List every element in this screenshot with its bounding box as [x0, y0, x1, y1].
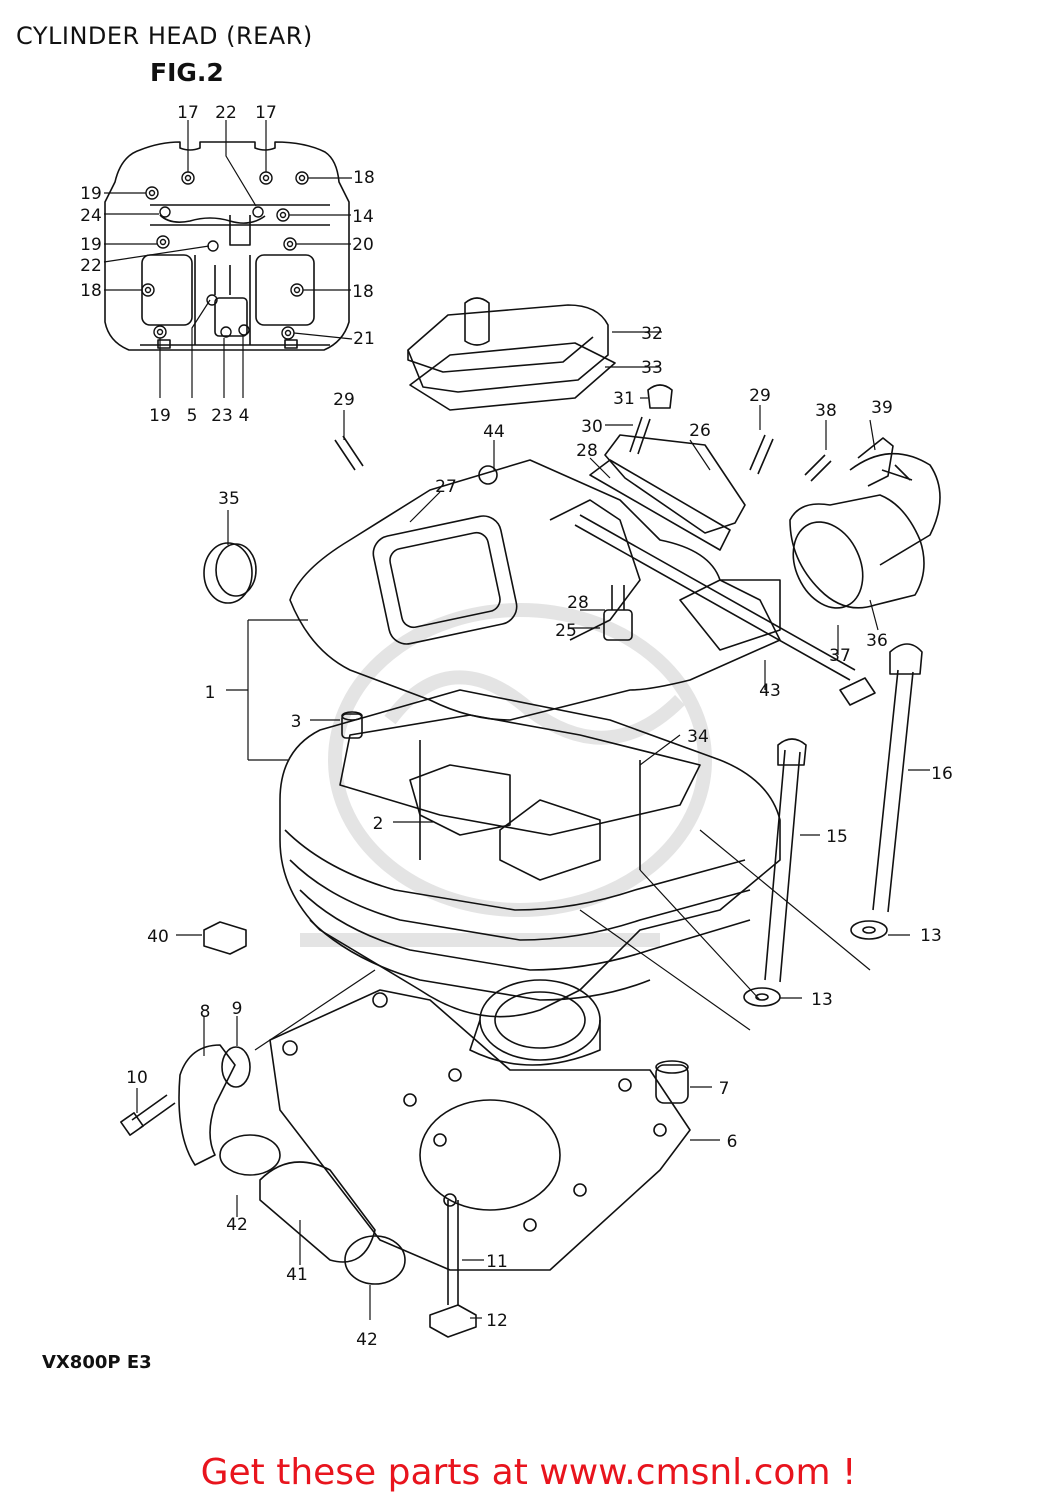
small-parts — [120, 384, 923, 1338]
part-callout-41: 41 — [286, 1265, 308, 1285]
inset-callout-18: 18 — [353, 168, 375, 188]
inset-callout-21: 21 — [353, 329, 375, 349]
side-cover — [589, 434, 746, 551]
part-callout-42: 42 — [226, 1215, 248, 1235]
cylinder-gasket — [269, 989, 691, 1271]
model-code: VX800P E3 — [42, 1352, 152, 1373]
inset-callout-20: 20 — [352, 235, 374, 255]
part-callout-37: 37 — [829, 646, 851, 666]
inset-callout-22: 22 — [80, 256, 102, 276]
inset-callout-14: 14 — [352, 207, 374, 227]
part-callout-6: 6 — [727, 1132, 738, 1152]
part-callout-44: 44 — [483, 422, 505, 442]
inset-callout-18: 18 — [80, 281, 102, 301]
part-callout-38: 38 — [815, 401, 837, 421]
part-callout-28: 28 — [567, 593, 589, 613]
part-callout-2: 2 — [373, 814, 384, 834]
cylinder-head-body — [279, 459, 781, 1066]
part-callout-36: 36 — [866, 631, 888, 651]
part-callout-10: 10 — [126, 1068, 148, 1088]
part-callout-12: 12 — [486, 1311, 508, 1331]
part-callout-33: 33 — [641, 358, 663, 378]
part-callout-16: 16 — [931, 764, 953, 784]
part-callout-13: 13 — [920, 926, 942, 946]
inset-callout-17: 17 — [177, 103, 199, 123]
part-callout-43: 43 — [759, 681, 781, 701]
part-callout-30: 30 — [581, 417, 603, 437]
inset-callout-18: 18 — [352, 282, 374, 302]
part-callout-34: 34 — [687, 727, 709, 747]
part-callout-7: 7 — [719, 1079, 730, 1099]
inset-callout-22: 22 — [215, 103, 237, 123]
part-callout-39: 39 — [871, 398, 893, 418]
inset-callout-23: 23 — [211, 406, 233, 426]
part-callout-26: 26 — [689, 421, 711, 441]
part-callout-27: 27 — [435, 477, 457, 497]
part-callout-32: 32 — [641, 324, 663, 344]
inset-callout-17: 17 — [255, 103, 277, 123]
inset-callout-19: 19 — [80, 184, 102, 204]
part-callout-42: 42 — [356, 1330, 378, 1350]
part-callout-40: 40 — [147, 927, 169, 947]
part-callout-1: 1 — [205, 683, 216, 703]
inset-callout-19: 19 — [80, 235, 102, 255]
diagram-title: CYLINDER HEAD (REAR) — [16, 22, 313, 50]
head-cover — [407, 297, 616, 411]
leader-lines — [136, 331, 930, 1320]
watermark-logo — [300, 603, 712, 947]
part-callout-8: 8 — [200, 1002, 211, 1022]
promo-link[interactable]: Get these parts at www.cmsnl.com ! — [200, 1452, 857, 1493]
inset-callout-labels: 17 22 17 19 18 24 14 19 20 22 18 18 21 19 5 23 4 — [80, 103, 375, 426]
inset-callout-4: 4 — [239, 406, 250, 426]
part-callout-35: 35 — [218, 489, 240, 509]
part-callout-28: 28 — [576, 441, 598, 461]
part-callout-31: 31 — [613, 389, 635, 409]
inset-callout-19: 19 — [149, 406, 171, 426]
intake-pipe — [789, 437, 941, 609]
part-callout-13: 13 — [811, 990, 833, 1010]
part-callout-29: 29 — [333, 390, 355, 410]
inset-callout-5: 5 — [187, 406, 198, 426]
inset-callout-24: 24 — [80, 206, 102, 226]
figure-number: FIG.2 — [150, 58, 224, 87]
part-callout-29: 29 — [749, 386, 771, 406]
inset-top-view — [103, 120, 353, 398]
part-callout-9: 9 — [232, 999, 243, 1019]
part-callout-11: 11 — [486, 1252, 508, 1272]
part-callout-3: 3 — [291, 712, 302, 732]
part-callout-25: 25 — [555, 621, 577, 641]
part-callout-15: 15 — [826, 827, 848, 847]
